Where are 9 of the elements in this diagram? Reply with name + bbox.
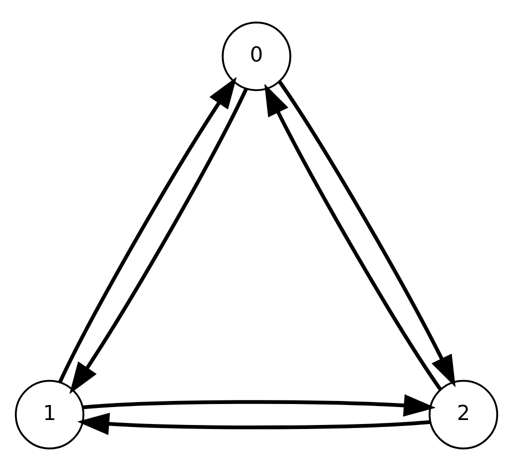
- arrow: [58, 76, 237, 383]
- node-circle: 1: [14, 379, 84, 449]
- arrow: [77, 412, 430, 435]
- node-circle: 2: [428, 379, 498, 449]
- arrow: [82, 394, 436, 416]
- node-circle: 0: [222, 21, 292, 91]
- arrow: [69, 87, 248, 394]
- arrow: [278, 80, 456, 387]
- arrow: [264, 83, 442, 390]
